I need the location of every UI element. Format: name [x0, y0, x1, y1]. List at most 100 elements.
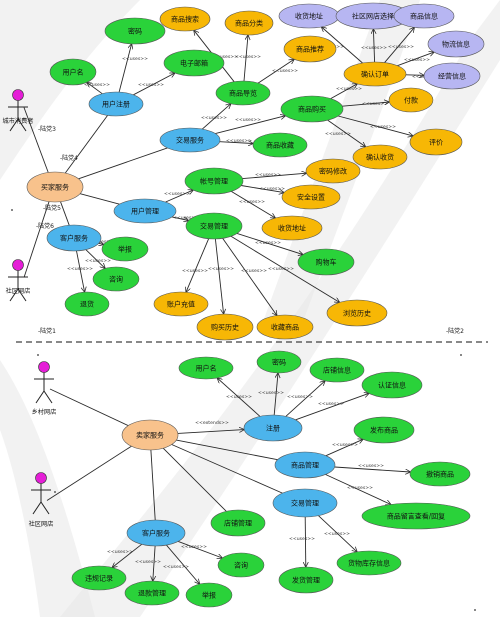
use-case-n8[interactable]: 经营信息 [423, 62, 481, 90]
use-case-n42[interactable]: 注册 [243, 414, 303, 442]
stereotype-label: <<uses>> [212, 54, 238, 60]
use-case-n3[interactable]: 商品分类 [224, 10, 274, 36]
use-case-ellipse [393, 3, 455, 29]
use-case-n15[interactable]: 付款 [388, 87, 434, 113]
use-case-ellipse [101, 236, 149, 262]
use-case-n50[interactable]: 咨询 [217, 552, 265, 578]
use-case-n34[interactable]: 购买历史 [196, 313, 254, 341]
stereotype-label: <<uses>> [259, 186, 285, 192]
use-case-ellipse [272, 488, 338, 518]
use-case-n18[interactable]: 商品收藏 [252, 132, 308, 158]
use-case-label: 购买历史 [211, 323, 239, 332]
edge-n46-n55 [305, 516, 306, 567]
use-case-n21[interactable]: 买家服务 [26, 171, 84, 203]
use-case-n31[interactable]: 咨询 [92, 266, 140, 292]
stereotype-label: <<extends>> [195, 420, 229, 426]
use-case-ellipse [163, 49, 225, 77]
use-case-label: 商品购买 [298, 105, 326, 114]
use-case-n28[interactable]: 客户服务 [46, 224, 102, 252]
use-case-n35[interactable]: 收藏商品 [256, 314, 314, 340]
use-case-n32[interactable]: 退货 [64, 291, 110, 317]
use-case-ellipse [361, 371, 423, 399]
use-case-n33[interactable]: 账户充值 [153, 291, 209, 317]
actor-a_comm1[interactable]: 社区网店 [6, 259, 31, 302]
use-case-n6[interactable]: 商品信息 [393, 3, 455, 29]
use-case-n39[interactable]: 店铺信息 [309, 357, 365, 383]
use-case-label: 货物库存信息 [348, 559, 390, 568]
use-case-ellipse [388, 87, 434, 113]
use-case-label: 用户注册 [102, 100, 130, 109]
actor-a_rural[interactable]: 乡村网店 [32, 361, 57, 417]
use-case-n52[interactable]: 违规记录 [71, 565, 127, 591]
use-case-n14[interactable]: 商品导览 [215, 80, 271, 106]
edge-n14-n11 [257, 59, 294, 84]
use-case-n51[interactable]: 货物库存信息 [336, 550, 402, 576]
use-case-n23[interactable]: 帐号管理 [184, 167, 244, 195]
use-case-label: 交易服务 [176, 136, 204, 145]
use-case-n38[interactable]: 密码 [256, 350, 302, 374]
use-case-n2[interactable]: 商品搜索 [159, 6, 211, 32]
use-case-n29[interactable]: 举报 [101, 236, 149, 262]
use-case-n46[interactable]: 交易管理 [272, 488, 338, 518]
use-case-label: 客户服务 [60, 234, 88, 243]
use-case-n53[interactable]: 退款管理 [124, 580, 180, 606]
use-case-n26[interactable]: 收货地址 [261, 215, 323, 241]
actor-name: 社区网店 [29, 520, 54, 528]
use-case-n41[interactable]: 卖家服务 [121, 419, 179, 451]
stereotype-label: <<uses>> [235, 54, 261, 60]
use-case-n55[interactable]: 发货管理 [278, 566, 334, 594]
use-case-label: 用户名 [63, 68, 84, 77]
use-case-n27[interactable]: 交易管理 [185, 212, 243, 240]
use-case-n7[interactable]: 物流信息 [427, 30, 485, 58]
actor-head [12, 89, 24, 101]
stereotype-label: <<uses>> [138, 82, 164, 88]
use-case-n20[interactable]: 确认收货 [352, 144, 408, 170]
use-case-label: 举报 [118, 245, 132, 254]
use-case-ellipse [361, 502, 471, 530]
use-case-n36[interactable]: 浏览历史 [326, 299, 388, 327]
edge-n42-n37 [217, 378, 261, 417]
use-case-n44[interactable]: 商品管理 [274, 451, 336, 479]
use-case-n10[interactable]: 电子邮箱 [163, 49, 225, 77]
use-case-n43[interactable]: 发布商品 [353, 416, 415, 444]
use-case-ellipse [343, 61, 407, 87]
use-case-n47[interactable]: 商品留言查看/回复 [361, 502, 471, 530]
use-case-label: 咨询 [234, 561, 248, 570]
edge-n16-n15 [342, 102, 389, 107]
use-case-n4[interactable]: 收货地址 [278, 3, 340, 29]
use-case-n37[interactable]: 用户名 [178, 356, 234, 380]
use-case-ellipse [185, 582, 233, 608]
edge-n17-n14 [202, 104, 231, 130]
use-case-ellipse [409, 461, 471, 487]
stereotype-label: <<uses>> [404, 57, 430, 63]
use-case-n22[interactable]: 密码修改 [305, 158, 361, 184]
use-case-label: 确认订单 [361, 70, 389, 79]
actor-a_city[interactable]: 城市消费者 [3, 89, 34, 132]
use-case-n9[interactable]: 用户名 [49, 58, 97, 86]
use-case-n1[interactable]: 密码 [104, 17, 166, 45]
use-case-n25[interactable]: 用户管理 [113, 198, 177, 224]
use-case-n11[interactable]: 商品推荐 [283, 35, 337, 63]
use-case-n49[interactable]: 客户服务 [126, 519, 186, 547]
actor-a_comm2[interactable]: 社区网店 [29, 472, 54, 529]
use-case-n48[interactable]: 店铺管理 [210, 509, 266, 537]
use-case-ellipse [153, 291, 209, 317]
use-case-n16[interactable]: 商品购买 [280, 95, 344, 123]
swoosh-shape [0, 0, 140, 180]
use-case-n17[interactable]: 交易服务 [159, 127, 221, 153]
edge-n14-n3 [243, 35, 248, 82]
use-case-n12[interactable]: 确认订单 [343, 61, 407, 87]
use-case-n19[interactable]: 评价 [409, 128, 463, 156]
use-case-n13[interactable]: 用户注册 [88, 91, 144, 117]
use-case-n54[interactable]: 举报 [185, 582, 233, 608]
use-case-label: 退货 [80, 300, 94, 309]
use-case-n40[interactable]: 认证信息 [361, 371, 423, 399]
edge-n25-n27 [171, 216, 189, 221]
use-case-n30[interactable]: 购物车 [297, 248, 355, 276]
edge-n16-n12 [330, 84, 358, 99]
use-case-n45[interactable]: 撤销商品 [409, 461, 471, 487]
use-case-n24[interactable]: 安全设置 [281, 184, 341, 210]
actor-head [35, 472, 47, 484]
use-case-ellipse [71, 565, 127, 591]
